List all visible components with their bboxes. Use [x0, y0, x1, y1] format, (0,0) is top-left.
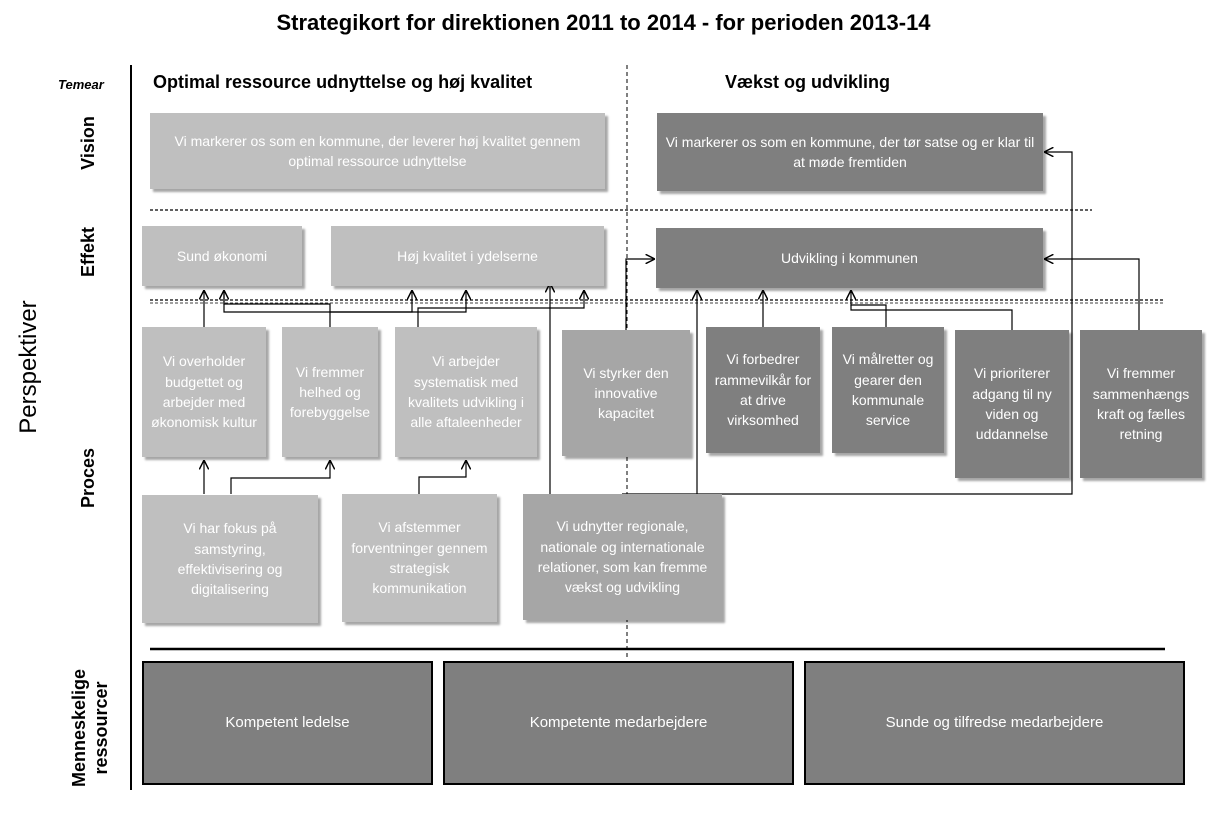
proces-box-helhed: Vi fremmer helhed og forebyggelse: [282, 327, 378, 457]
proces-box-kommunal-service: Vi målretter og gearer den kommunale ser…: [832, 327, 944, 453]
ressource-sunde-medarbejdere: Sunde og tilfredse medarbejdere: [804, 661, 1185, 785]
effekt-sund-okonomi: Sund økonomi: [142, 226, 302, 286]
perspektiver-label: Perspektiver: [15, 300, 42, 434]
proces-box-samstyring: Vi har fokus på samstyring, effektiviser…: [142, 495, 318, 623]
row-label-effekt: Effekt: [78, 227, 98, 278]
vision-left-box: Vi markerer os som en kommune, der lever…: [150, 113, 605, 189]
row-label-vision: Vision: [78, 116, 98, 170]
proces-box-relationer: Vi udnytter regionale, nationale og inte…: [523, 494, 722, 620]
vision-right-box: Vi markerer os som en kommune, der tør s…: [657, 113, 1043, 191]
effekt-hoj-kvalitet: Høj kvalitet i ydelserne: [331, 226, 604, 286]
proces-box-kvalitetsudvikling: Vi arbejder systematisk med kvalitets ud…: [395, 327, 537, 457]
page-title: Strategikort for direktionen 2011 to 201…: [276, 10, 931, 35]
theme-left-heading: Optimal ressource udnyttelse og høj kval…: [153, 72, 533, 92]
proces-box-budget: Vi overholder budgettet og arbejder med …: [142, 327, 266, 457]
ressource-kompetent-ledelse: Kompetent ledelse: [142, 661, 433, 785]
proces-box-rammevilkar: Vi forbedrer rammevilkår for at drive vi…: [706, 327, 820, 453]
theme-right-heading: Vækst og udvikling: [725, 72, 891, 92]
theme-label: Temear: [58, 77, 104, 92]
proces-box-viden: Vi prioriterer adgang til ny viden og ud…: [955, 330, 1069, 478]
proces-box-kommunikation: Vi afstemmer forventninger gennem strate…: [342, 494, 497, 622]
proces-box-sammenhaeng: Vi fremmer sammenhængs kraft og fælles r…: [1080, 330, 1202, 478]
ressource-kompetente-medarbejdere: Kompetente medarbejdere: [443, 661, 794, 785]
proces-box-innovation: Vi styrker den innovative kapacitet: [562, 330, 690, 456]
effekt-udvikling: Udvikling i kommunen: [656, 228, 1043, 288]
row-label-proces: Proces: [78, 447, 98, 509]
row-label-ressourcer: Menneskelige ressourcer: [69, 668, 111, 788]
